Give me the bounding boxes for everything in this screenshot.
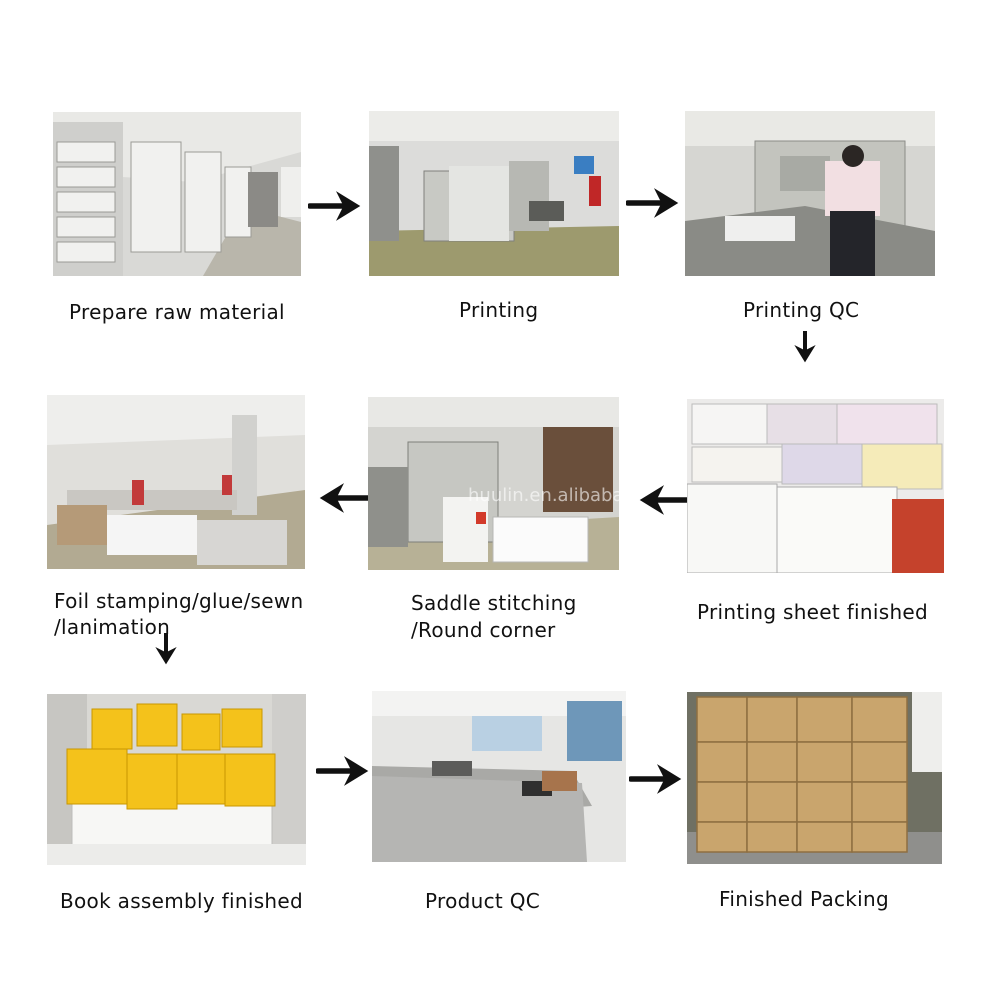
photo-printing (369, 111, 619, 276)
photo-saddle-stitching: huulin.en.alibaba.com (368, 397, 619, 570)
caption-finished-packing: Finished Packing (719, 887, 890, 911)
caption-printing-qc: Printing QC (743, 298, 860, 322)
caption-saddle-stitching-line1: Saddle stitching (411, 591, 577, 615)
caption-printing: Printing (459, 298, 539, 322)
caption-product-qc: Product QC (425, 889, 541, 913)
photo-product-qc (372, 691, 626, 862)
arrow-left-icon (312, 478, 368, 518)
arrow-right-icon (316, 751, 372, 791)
arrow-right-icon (629, 759, 685, 799)
photo-book-assembly-finished (47, 694, 306, 865)
caption-prepare-raw-material: Prepare raw material (69, 300, 285, 324)
caption-foil-stamping-line1: Foil stamping/glue/sewn (54, 589, 304, 613)
arrow-down-icon (142, 633, 182, 685)
watermark-text: huulin.en.alibaba.com (468, 485, 619, 506)
photo-finished-packing (687, 692, 942, 864)
photo-prepare-raw-material (53, 112, 301, 276)
caption-printing-sheet-finished: Printing sheet finished (697, 600, 929, 624)
caption-book-assembly-finished: Book assembly finished (60, 889, 303, 913)
arrow-right-icon (626, 183, 682, 223)
photo-printing-qc (685, 111, 935, 276)
photo-printing-sheet-finished (687, 399, 944, 573)
arrow-left-icon (632, 480, 688, 520)
photo-foil-stamping (47, 395, 305, 569)
caption-saddle-stitching-line2: /Round corner (411, 618, 556, 642)
arrow-right-icon (308, 186, 364, 226)
caption-foil-stamping-line2: /lanimation (54, 615, 171, 639)
arrow-down-icon (781, 331, 821, 383)
